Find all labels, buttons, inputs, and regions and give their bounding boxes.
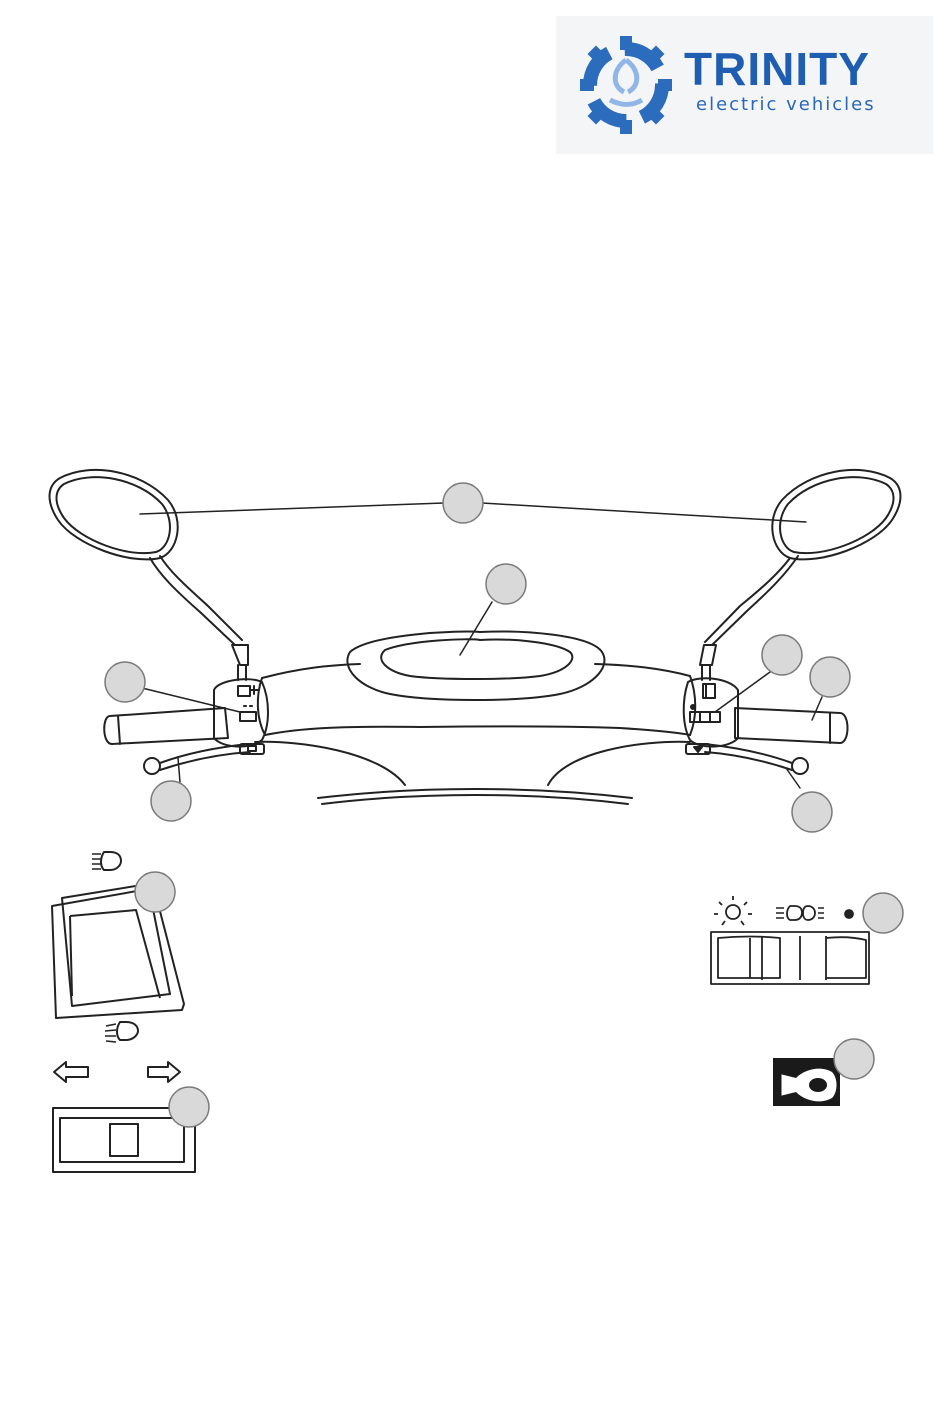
left-mirror: [50, 470, 248, 680]
callout-right-grip: [810, 657, 850, 697]
callout-left-switch: [105, 662, 145, 702]
callout-headlight-switch: [863, 893, 903, 933]
headlight-switch-icons: [714, 896, 853, 925]
callout-mirrors: [443, 483, 483, 523]
callout-dashboard: [486, 564, 526, 604]
callout-turn-switch: [169, 1087, 209, 1127]
callout-horn: [834, 1039, 874, 1079]
low-beam-icon: [105, 1022, 138, 1042]
handlebar-body: [255, 632, 695, 804]
callout-beam-switch: [135, 872, 175, 912]
callout-right-switch: [762, 635, 802, 675]
callout-left-lever: [151, 781, 191, 821]
horn-icon: [773, 1058, 840, 1106]
high-beam-icon: [92, 852, 121, 870]
left-brake-lever: [144, 744, 250, 774]
callout-markers: [105, 483, 850, 832]
callout-right-lever: [792, 792, 832, 832]
right-brake-lever: [705, 744, 808, 774]
turn-right-arrow-icon: [148, 1062, 180, 1082]
turn-left-arrow-icon: [54, 1062, 88, 1082]
headlight-switch-detail: [711, 896, 869, 984]
